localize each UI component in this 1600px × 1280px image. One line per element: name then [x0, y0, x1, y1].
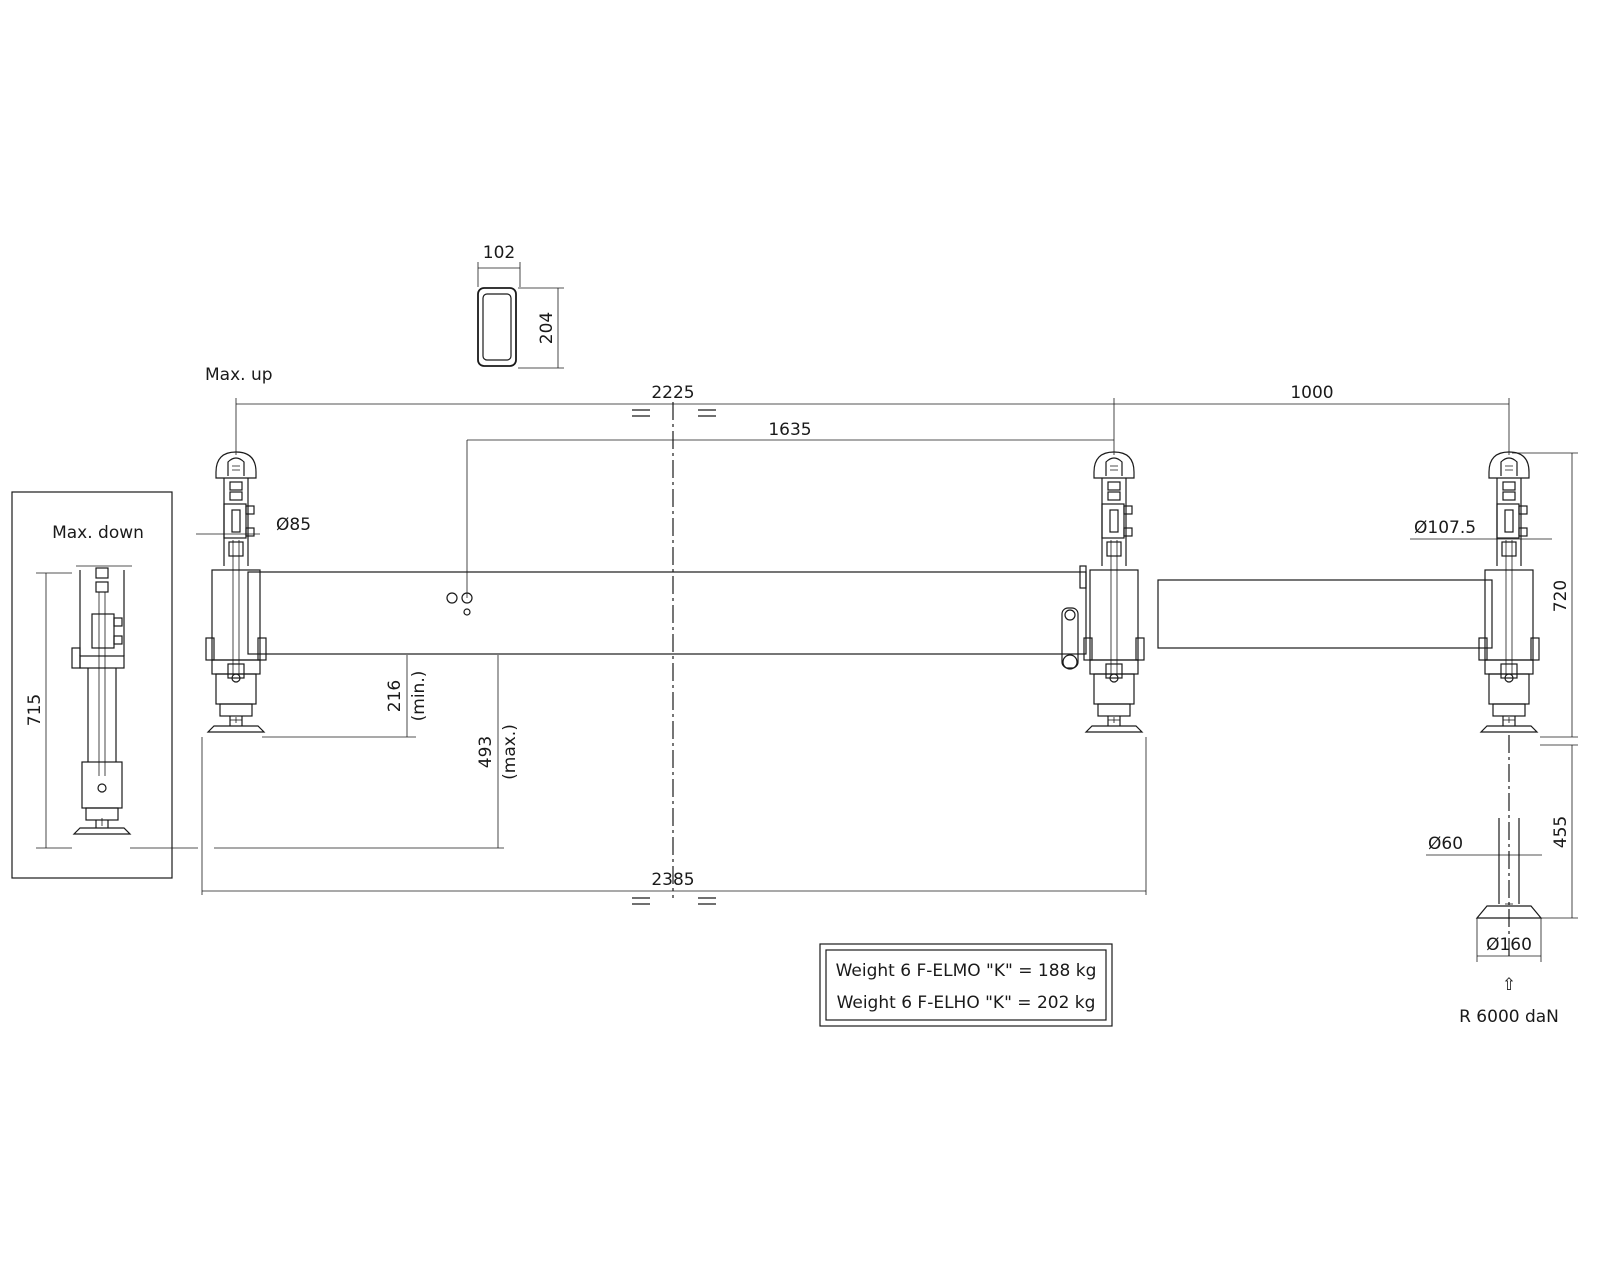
dim-1635: 1635 — [768, 420, 811, 440]
profile-height-label: 204 — [537, 312, 557, 344]
dim-dia-160: Ø160 — [1486, 935, 1532, 955]
main-beam — [247, 565, 1087, 670]
dim-715: 715 — [25, 694, 45, 726]
weight-line-1: Weight 6 F-ELMO "K" = 188 kg — [836, 961, 1097, 981]
weight-table: Weight 6 F-ELMO "K" = 188 kg Weight 6 F-… — [819, 943, 1113, 1027]
dim-216-min: (min.) — [409, 671, 429, 722]
extension-beam — [1157, 579, 1493, 649]
max-down-inset: Max. down 715 — [11, 491, 198, 879]
leg-middle — [1083, 451, 1145, 733]
dim-216: 216 — [385, 680, 405, 712]
dim-dia-60: Ø60 — [1428, 834, 1463, 854]
dim-1000: 1000 — [1290, 383, 1333, 403]
profile-section: 102 204 — [477, 243, 564, 369]
dim-dia-107-5: Ø107.5 — [1414, 518, 1476, 538]
leg-right — [1478, 451, 1540, 733]
dim-455: 455 — [1551, 816, 1571, 848]
dim-493: 493 — [476, 736, 496, 768]
max-down-label: Max. down — [52, 523, 144, 543]
weight-line-2: Weight 6 F-ELHO "K" = 202 kg — [837, 993, 1096, 1013]
dia-callouts: Ø85 Ø107.5 — [196, 515, 1552, 540]
right-foot-detail: Ø60 Ø160 ⇧ R 6000 daN — [1426, 735, 1559, 1027]
profile-width-label: 102 — [483, 243, 515, 263]
leg-left — [205, 451, 267, 733]
dim-720: 720 — [1551, 580, 1571, 612]
reaction-label: R 6000 daN — [1459, 1007, 1559, 1027]
lower-dims: 216 (min.) 493 (max.) 2385 — [201, 655, 1147, 905]
dim-2385: 2385 — [651, 870, 694, 890]
dim-493-max: (max.) — [500, 724, 520, 780]
dim-2225: 2225 — [651, 383, 694, 403]
arrow-up-icon: ⇧ — [1502, 975, 1516, 995]
right-height-dims: 720 455 — [1512, 452, 1578, 919]
max-up-label: Max. up — [205, 365, 273, 385]
dim-dia-85: Ø85 — [276, 515, 311, 535]
top-dimensions: Max. up 2225 1000 1635 — [205, 365, 1510, 598]
